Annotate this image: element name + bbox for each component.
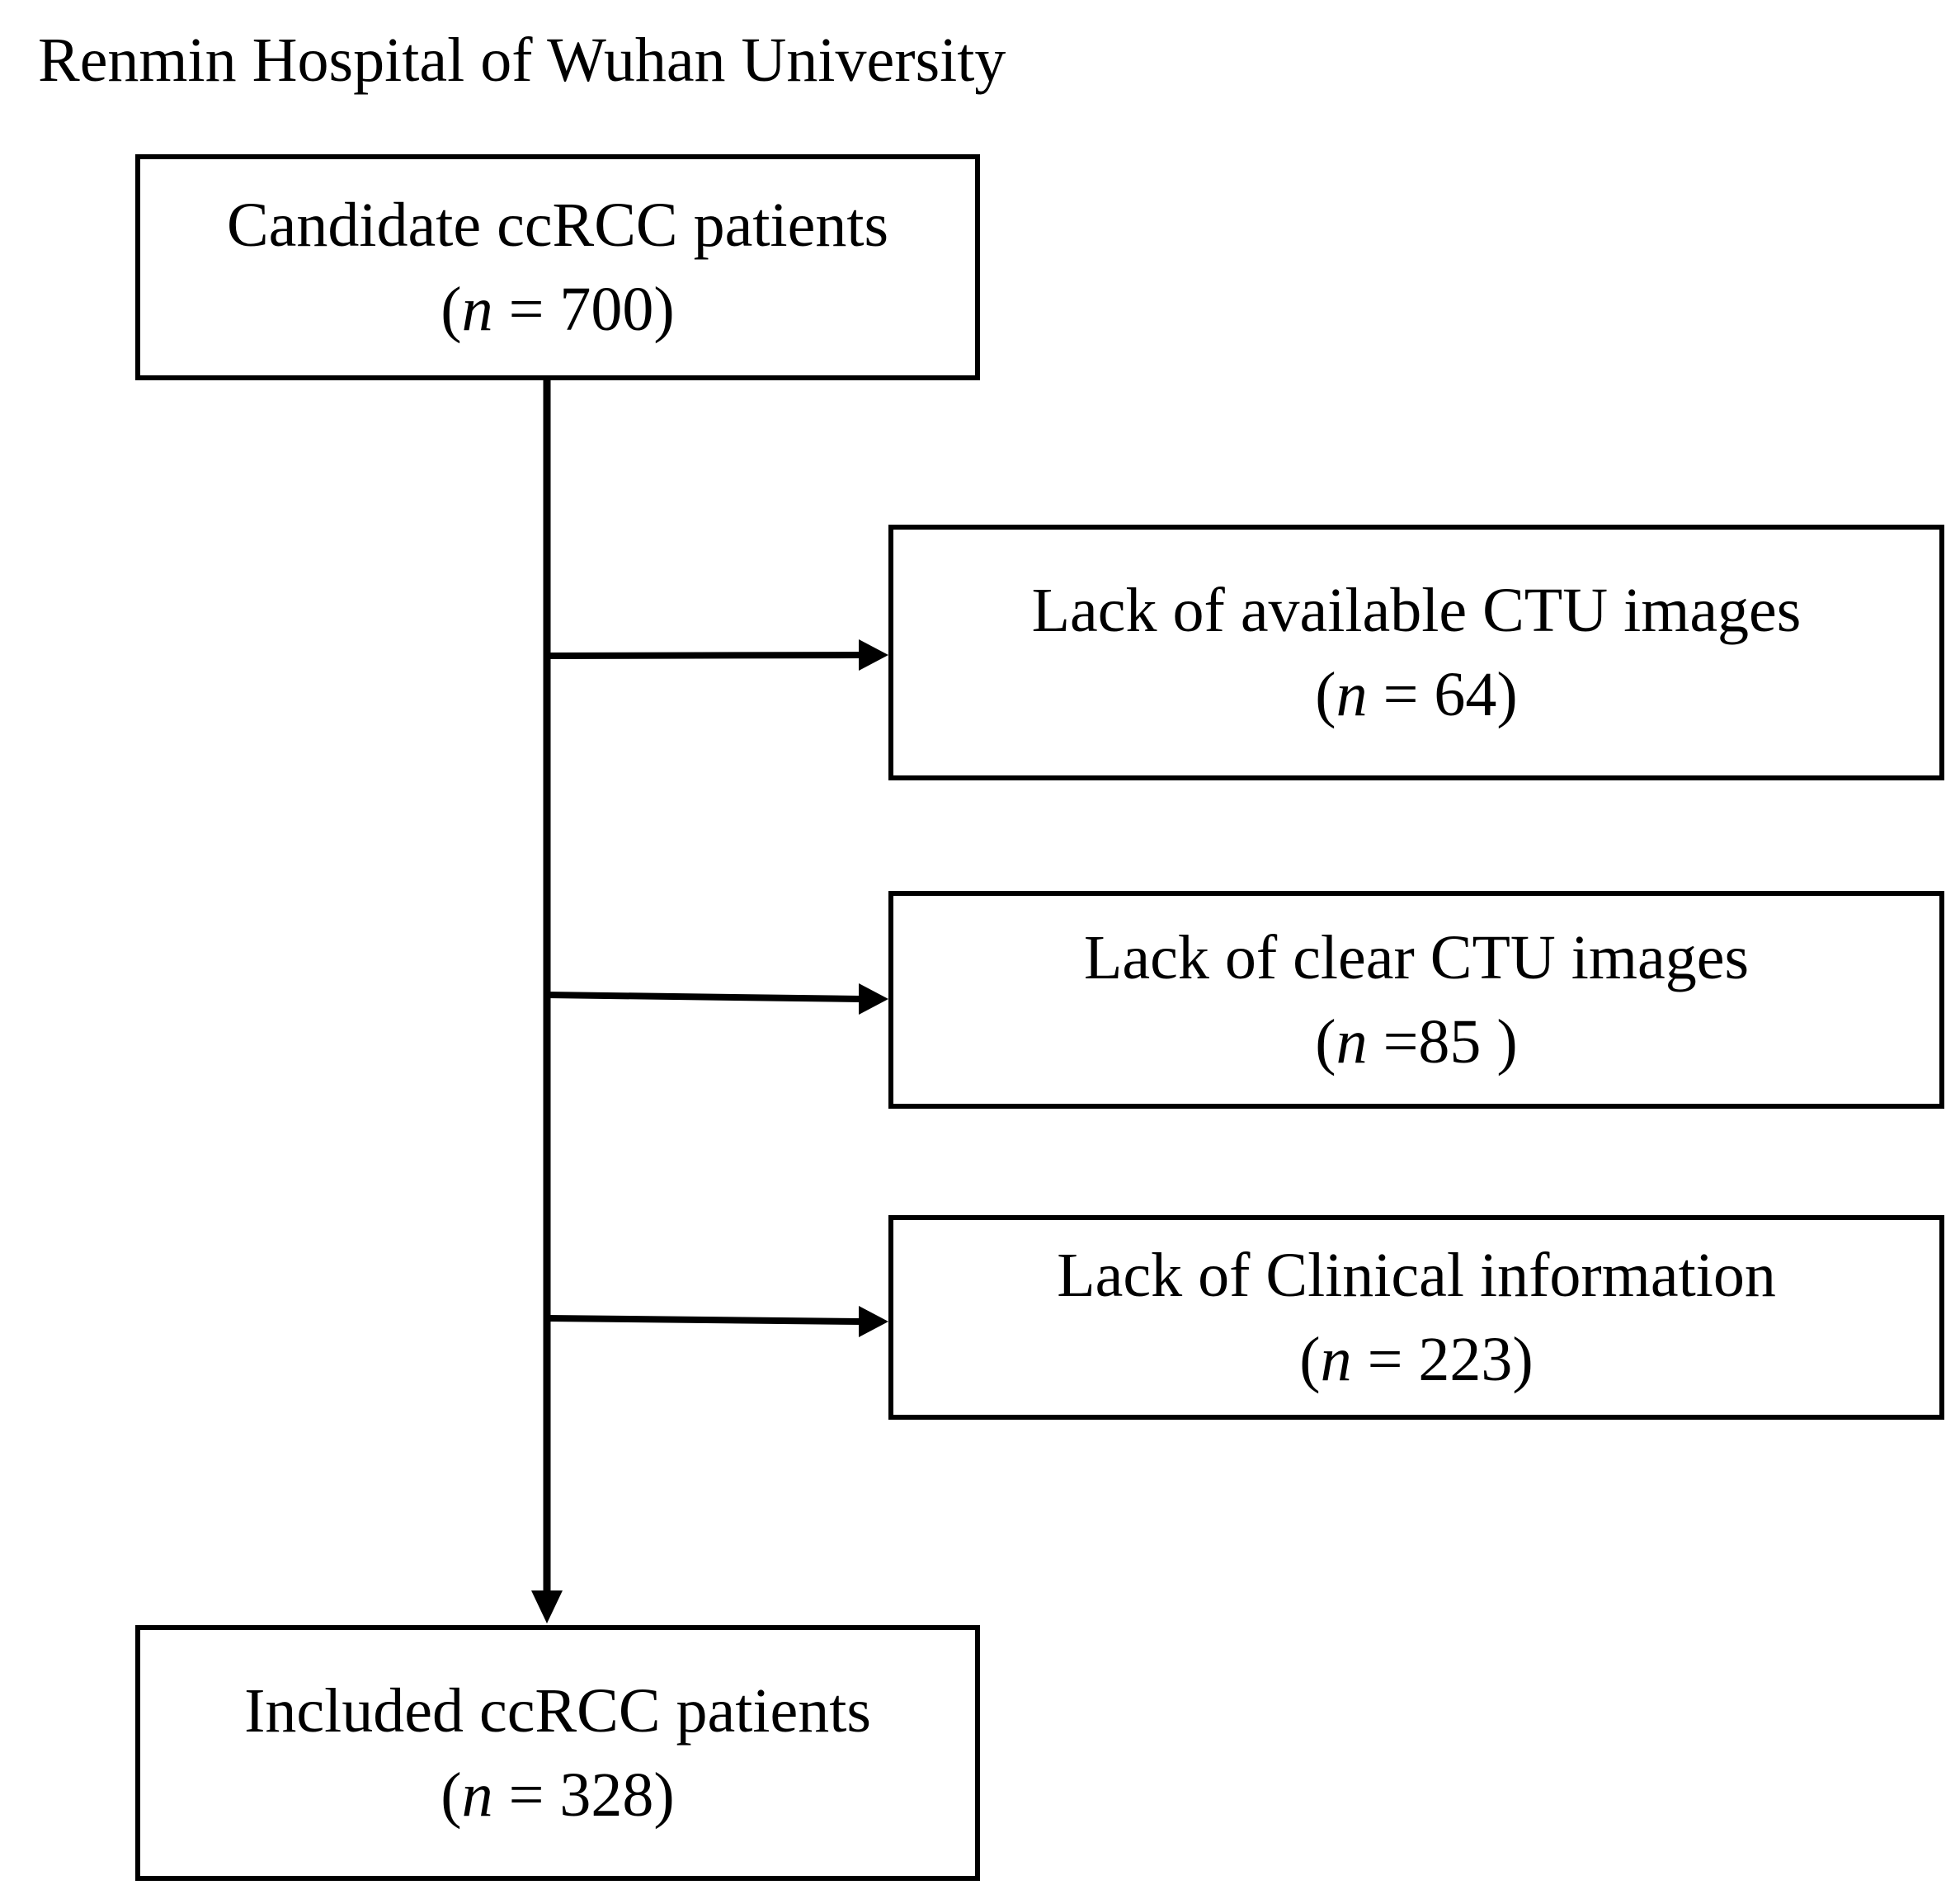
included-patients-label: Included ccRCC patients (244, 1676, 871, 1746)
exclusion-no-available-ctu-label: Lack of available CTU images (1031, 576, 1802, 645)
exclusion-2-branch-line (546, 992, 861, 1002)
exclusion-no-clear-ctu-box: Lack of clear CTU images (n =85 ) (888, 891, 1944, 1109)
main-flow-arrowhead (531, 1590, 563, 1623)
candidate-patients-box: Candidate ccRCC patients (n = 700) (135, 154, 980, 380)
exclusion-no-clinical-info-count: (n = 223) (1299, 1325, 1534, 1394)
exclusion-1-branch-line (546, 652, 861, 659)
exclusion-no-available-ctu-box: Lack of available CTU images (n = 64) (888, 525, 1944, 780)
exclusion-no-clear-ctu-count: (n =85 ) (1315, 1007, 1518, 1077)
exclusion-3-arrowhead (859, 1306, 888, 1337)
exclusion-3-branch-line (546, 1315, 861, 1325)
exclusion-no-available-ctu-count: (n = 64) (1315, 660, 1518, 729)
included-patients-count: (n = 328) (441, 1760, 675, 1830)
exclusion-1-arrowhead (859, 639, 888, 671)
exclusion-no-clear-ctu-label: Lack of clear CTU images (1083, 923, 1750, 992)
included-patients-box: Included ccRCC patients (n = 328) (135, 1625, 980, 1881)
exclusion-2-arrowhead (859, 983, 888, 1015)
candidate-patients-count: (n = 700) (441, 275, 675, 344)
hospital-heading: Renmin Hospital of Wuhan University (38, 26, 1006, 95)
candidate-patients-label: Candidate ccRCC patients (226, 191, 889, 260)
exclusion-no-clinical-info-label: Lack of Clinical information (1057, 1241, 1776, 1310)
exclusion-no-clinical-info-box: Lack of Clinical information (n = 223) (888, 1215, 1944, 1420)
